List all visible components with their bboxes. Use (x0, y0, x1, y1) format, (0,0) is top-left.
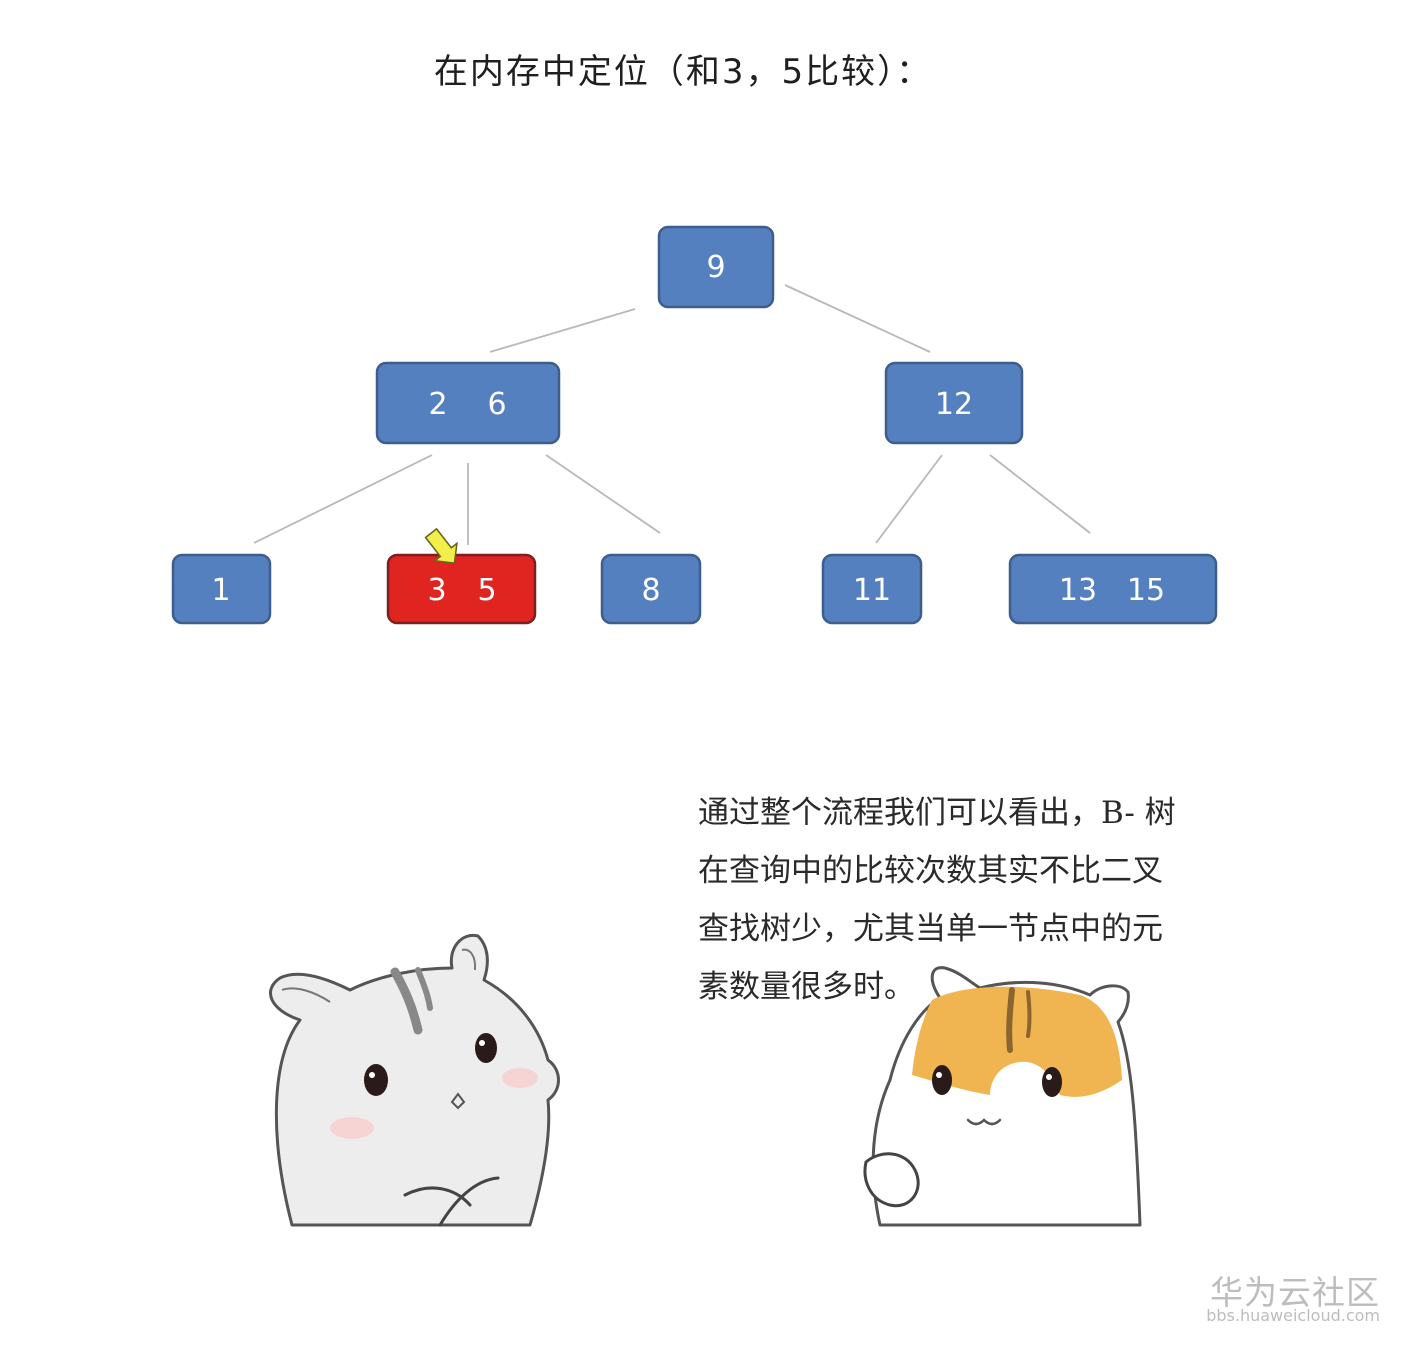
edge-12-leaf1315 (989, 454, 1091, 534)
edge-root-left (489, 308, 636, 353)
node-2-6-key-0: 2 (428, 387, 447, 422)
node-12-key-0: 12 (935, 387, 973, 422)
node-2-6-box (375, 361, 561, 445)
leaf-13-15-key-1: 15 (1127, 573, 1165, 608)
page-heading: 在内存中定位（和3，5比较）： (433, 52, 933, 92)
leaf-3-5-box (386, 553, 537, 625)
leaf-11-box (821, 553, 923, 625)
leaf-11: 11 (821, 553, 923, 625)
node-2-6-key-1: 6 (487, 387, 506, 422)
leaf-8: 8 (600, 553, 702, 625)
leaf-1: 1 (171, 553, 272, 625)
caption-line-3: 查找树少，尤其当单一节点中的元 (698, 911, 1163, 947)
edge-26-leaf8 (545, 454, 661, 534)
node-2-6: 2 6 (375, 361, 561, 445)
explanation-caption: 通过整个流程我们可以看出，B- 树 在查询中的比较次数其实不比二叉 查找树少，尤… (698, 784, 1218, 1016)
node-12: 12 (884, 361, 1024, 445)
leaf-13-15: 13 15 (1008, 553, 1218, 625)
grey-hamster-icon (269, 933, 560, 1227)
orange-hamster-icon (863, 966, 1142, 1227)
edge-root-right (784, 284, 931, 353)
edge-26-leaf1 (253, 454, 433, 544)
node-12-box (884, 361, 1024, 445)
node-root: 9 (657, 225, 775, 309)
leaf-13-15-box (1008, 553, 1218, 625)
leaf-3-5: 3 5 (386, 527, 537, 625)
leaf-11-key-0: 11 (853, 573, 891, 608)
caption-line-4: 素数量很多时。 (698, 969, 915, 1005)
leaf-1-key-0: 1 (211, 573, 230, 608)
node-root-box (657, 225, 775, 309)
watermark-url: bbs.huaweicloud.com (1206, 1306, 1380, 1325)
watermark-title: 华为云社区 (1210, 1273, 1380, 1312)
node-root-key-0: 9 (706, 250, 725, 285)
leaf-13-15-key-0: 13 (1059, 573, 1097, 608)
caption-line-2: 在查询中的比较次数其实不比二叉 (698, 853, 1163, 889)
pointer-arrow-icon (424, 527, 458, 565)
leaf-3-5-key-0: 3 (427, 573, 446, 608)
caption-line-1: 通过整个流程我们可以看出，B- 树 (698, 795, 1176, 831)
leaf-1-box (171, 553, 272, 625)
leaf-8-box (600, 553, 702, 625)
leaf-3-5-key-1: 5 (477, 573, 496, 608)
leaf-8-key-0: 8 (641, 573, 660, 608)
edge-12-leaf11 (875, 454, 943, 544)
btree-diagram: 9 2 6 12 1 3 5 8 11 13 15 (171, 225, 1218, 625)
